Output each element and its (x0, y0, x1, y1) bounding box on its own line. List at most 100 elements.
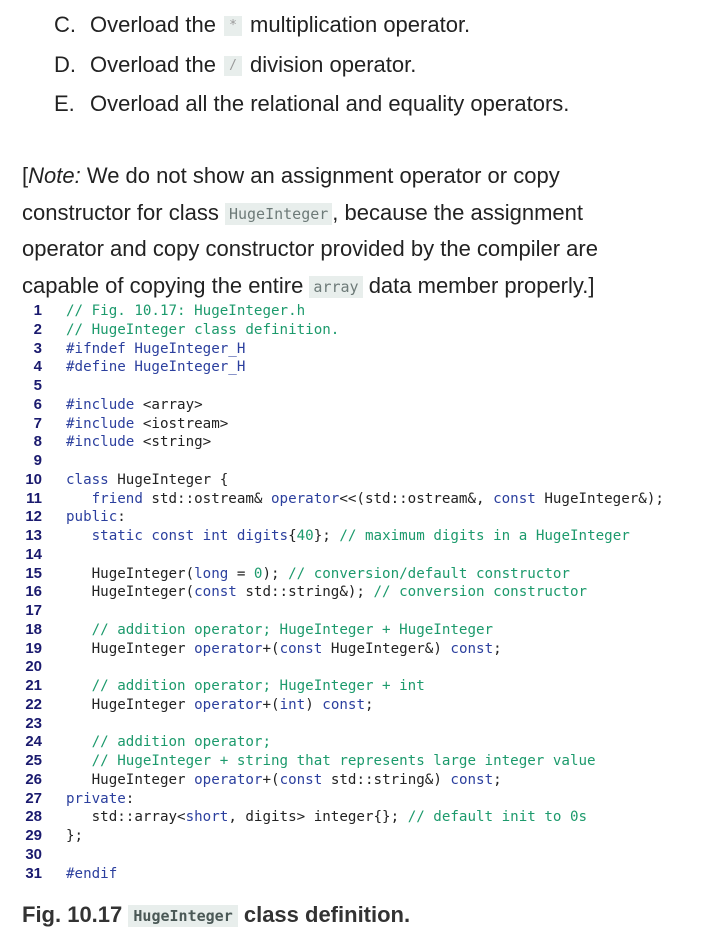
code-text: #include <array> (66, 396, 203, 415)
code-token: , digits> integer{}; (228, 809, 408, 826)
code-token (228, 528, 237, 544)
code-token: std::ostream& (142, 490, 271, 507)
code-line: 28 std::array<short, digits> integer{}; … (18, 808, 708, 827)
code-token (66, 678, 92, 694)
code-token: +( (262, 771, 280, 788)
note-text: , because the assignment (332, 199, 584, 225)
code-line: 7 #include <iostream> (18, 415, 708, 434)
line-number: 6 (33, 395, 42, 413)
list-item-c: C.Overload the * multiplication operator… (54, 11, 470, 39)
code-line: 1// Fig. 10.17: HugeInteger.h (18, 302, 708, 321)
code-token: <string> (142, 434, 212, 451)
code-text: #include <string> (66, 433, 211, 452)
note-label: Note: (28, 163, 81, 188)
line-number: 9 (33, 452, 42, 469)
code-token: public (66, 509, 118, 526)
line-number: 5 (33, 377, 42, 394)
code-text: HugeInteger operator+(const HugeInteger&… (66, 640, 502, 659)
line-number: 10 (25, 470, 42, 488)
code-text: #ifndef HugeInteger_H (66, 340, 245, 359)
note-line: capable of copying the entire array data… (22, 268, 702, 305)
code-token: }; (313, 528, 340, 544)
code-text: }; (66, 827, 83, 846)
code-text: friend std::ostream& operator<<(std::ost… (66, 490, 664, 509)
line-number: 16 (25, 583, 42, 601)
code-token: // default init to 0s (407, 809, 588, 826)
code-line: 5 (18, 377, 708, 396)
code-line: 13 static const int digits{40}; // maxim… (18, 527, 708, 546)
code-token: HugeInteger (66, 771, 195, 788)
code-token: const (493, 490, 536, 507)
line-number: 11 (26, 489, 42, 507)
code-line: 8#include <string> (18, 433, 708, 452)
code-line: 29}; (18, 827, 708, 846)
code-text: // addition operator; (66, 733, 271, 752)
code-text: // Fig. 10.17: HugeInteger.h (66, 302, 305, 321)
list-text: Overload all the relational and equality… (90, 91, 570, 116)
figure-caption: Fig. 10.17 HugeInteger class definition. (22, 902, 410, 928)
code-line: 21 // addition operator; HugeInteger + i… (18, 677, 708, 696)
code-token: friend (91, 490, 143, 507)
code-token: ; (493, 640, 502, 657)
note-paragraph: [Note: We do not show an assignment oper… (22, 158, 702, 304)
code-token: static const int (91, 528, 229, 544)
line-number: 26 (25, 770, 42, 788)
code-token: operator (194, 771, 263, 788)
code-token: // Fig. 10.17: HugeInteger.h (66, 303, 306, 319)
list-text: Overload the (90, 52, 216, 77)
code-token: const (194, 584, 237, 601)
code-token: HugeInteger (66, 640, 195, 657)
code-token: const (279, 771, 323, 788)
code-token: HugeInteger( (66, 584, 195, 601)
line-number: 21 (25, 677, 42, 694)
code-token: #include (66, 415, 143, 432)
line-number: 19 (25, 639, 42, 657)
line-number: 14 (25, 545, 42, 563)
code-line: 14 (18, 546, 708, 565)
line-number: 29 (25, 827, 42, 844)
code-token (66, 622, 92, 638)
code-text: static const int digits{40}; // maximum … (66, 527, 630, 546)
code-token: = (228, 565, 254, 582)
list-item-d: D.Overload the / division operator. (54, 51, 416, 79)
code-token: #endif (66, 865, 118, 882)
list-text: multiplication operator. (250, 12, 471, 37)
code-token (66, 491, 92, 507)
note-line: [Note: We do not show an assignment oper… (22, 158, 702, 195)
line-number: 22 (25, 695, 42, 713)
code-token: operator (271, 490, 340, 507)
inline-code: * (224, 16, 242, 37)
code-text: private: (66, 790, 134, 809)
line-number: 17 (25, 602, 42, 619)
code-token (66, 734, 92, 750)
code-text: public: (66, 508, 126, 527)
code-line: 15 HugeInteger(long = 0); // conversion/… (18, 565, 708, 584)
line-number: 7 (33, 414, 42, 432)
code-line: 23 (18, 715, 708, 734)
list-item-e: E.Overload all the relational and equali… (54, 90, 569, 118)
code-token: #include (66, 434, 143, 451)
caption-prefix: Fig. 10.17 (22, 902, 129, 927)
code-token: }; (66, 828, 84, 844)
code-line: 24 // addition operator; (18, 733, 708, 752)
code-line: 11 friend std::ostream& operator<<(std::… (18, 490, 708, 509)
code-token: std::array< (66, 809, 186, 826)
line-number: 18 (25, 620, 42, 638)
code-token: <array> (142, 396, 203, 413)
code-token: std::string&) (322, 771, 451, 788)
code-text: #include <iostream> (66, 415, 228, 434)
list-text: division operator. (250, 52, 417, 77)
line-number: 30 (25, 845, 42, 863)
code-token: // HugeInteger + string that represents … (91, 753, 596, 769)
line-number: 4 (33, 358, 42, 376)
code-line: 16 HugeInteger(const std::string&); // c… (18, 583, 708, 602)
line-number: 20 (25, 658, 42, 676)
code-text: HugeInteger operator+(const std::string&… (66, 771, 502, 790)
code-line: 25 // HugeInteger + string that represen… (18, 752, 708, 771)
inline-code: HugeInteger (224, 202, 333, 225)
note-text: We do not show an assignment operator or… (80, 163, 560, 188)
note-open-bracket: [ (22, 163, 29, 188)
code-token: digits (236, 528, 289, 544)
code-token: HugeInteger&); (535, 490, 664, 507)
